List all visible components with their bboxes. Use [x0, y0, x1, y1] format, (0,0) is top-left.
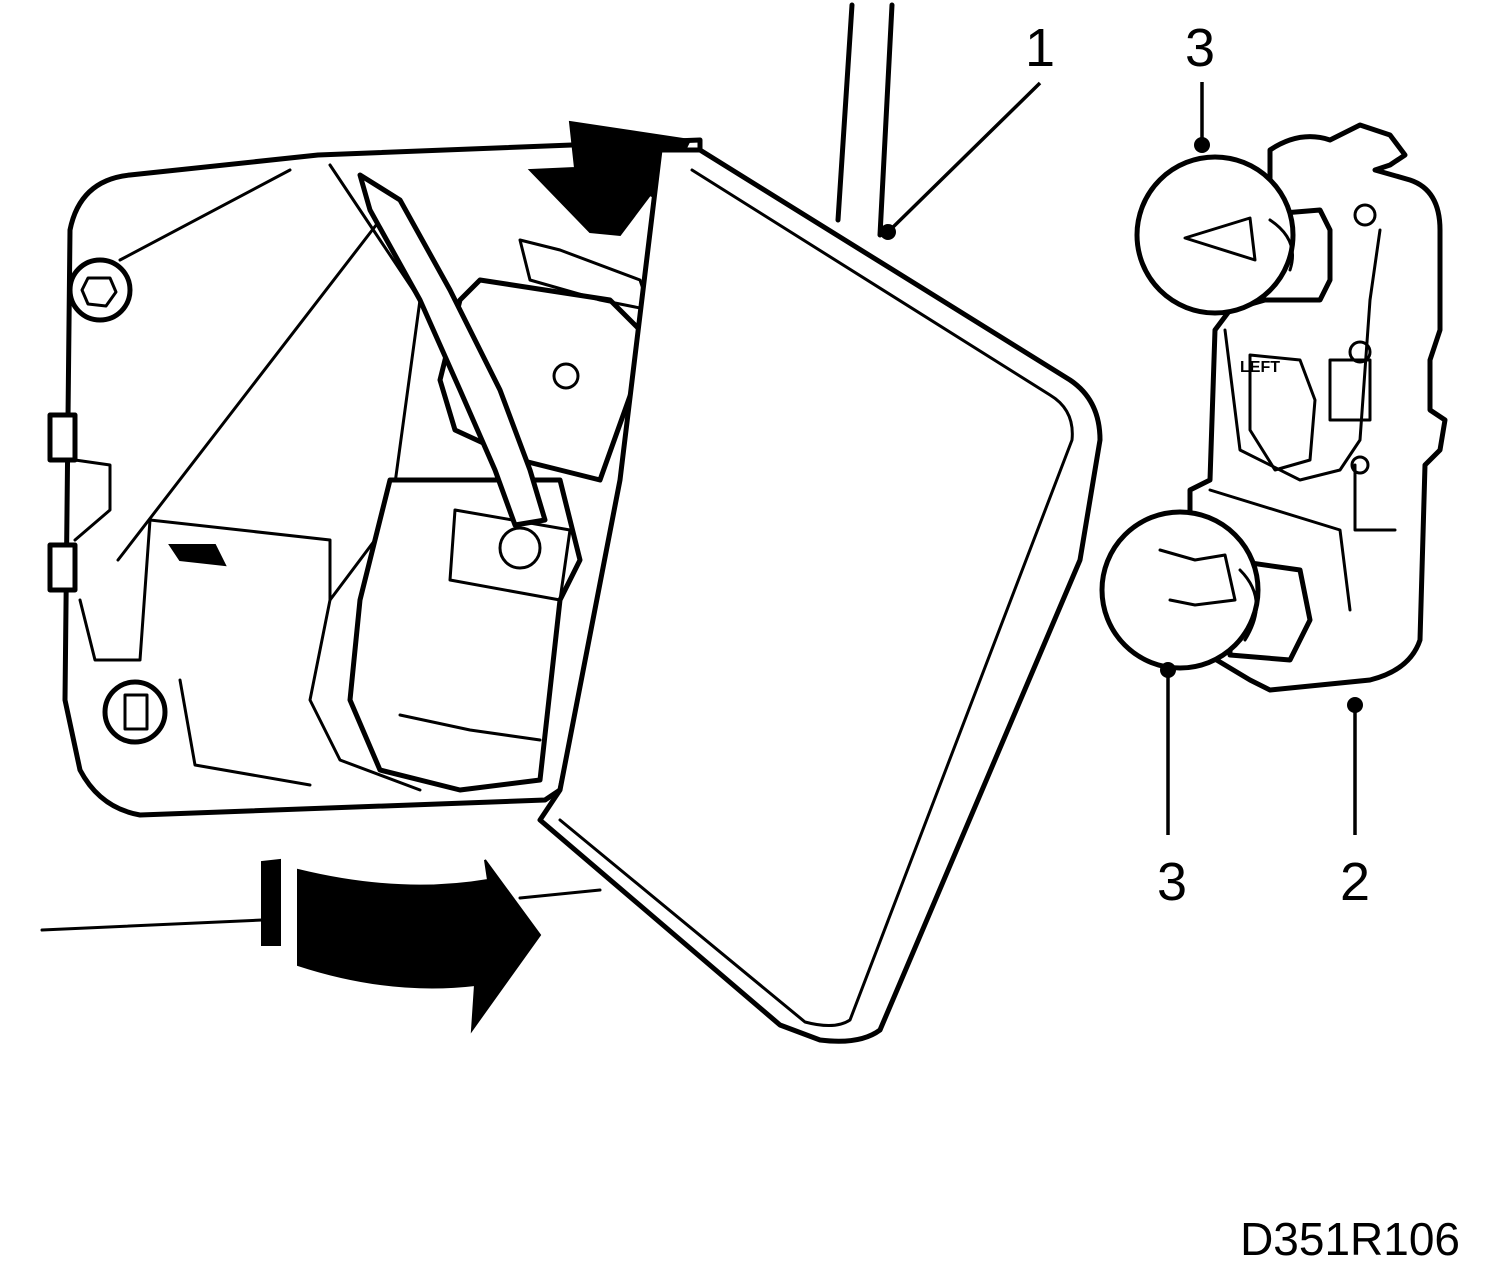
screw-top	[67, 257, 133, 323]
mirror-glass	[537, 147, 1103, 1044]
callout-1: 1	[1025, 18, 1055, 78]
inset-label-left: LEFT	[1240, 359, 1280, 376]
leader-3-bottom	[1160, 662, 1176, 835]
bulb-upper	[1134, 154, 1333, 316]
door-pillar	[835, 2, 895, 238]
bulb-lower	[1099, 509, 1313, 671]
callout-3-bottom: 3	[1157, 852, 1187, 912]
callout-3-top: 3	[1185, 18, 1215, 78]
bulb-holder: LEFT	[1187, 122, 1448, 693]
figure-id: D351R106	[1240, 1213, 1460, 1265]
leader-1	[880, 81, 1042, 240]
callout-2: 2	[1340, 852, 1370, 912]
rotation-arrow	[40, 858, 602, 1034]
leader-3-top	[1194, 82, 1210, 153]
mirror-housing	[47, 137, 703, 818]
screw-bottom	[102, 679, 168, 745]
leader-2	[1347, 697, 1363, 835]
